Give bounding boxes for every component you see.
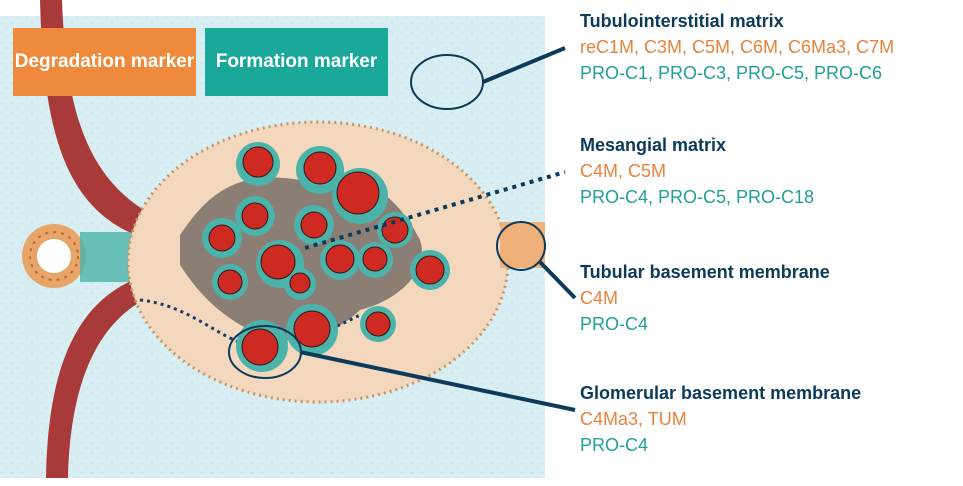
tubulointerstitial-matrix-group: Tubulointerstitial matrix reC1M, C3M, C5… [580,8,894,86]
callout-circle-tubular-membrane [496,221,546,271]
leader-line-glomerular-membrane [299,350,576,412]
formation-marker-legend: Formation marker [205,28,388,96]
degradation-markers: C4M, C5M [580,161,667,181]
formation-markers: PRO-C4 [580,314,649,334]
degradation-markers: reC1M, C3M, C5M, C6M, C6Ma3, C7M [580,37,895,57]
group-title: Glomerular basement membrane [580,383,862,403]
degradation-marker-legend: Degradation marker [13,28,196,96]
group-title: Tubulointerstitial matrix [580,11,784,31]
afferent-arteriole [40,0,190,248]
formation-markers: PRO-C1, PRO-C3, PRO-C5, PRO-C6 [580,63,883,83]
capillary-loops [202,142,450,372]
degradation-marker-label: Degradation marker [14,51,195,72]
formation-marker-label: Formation marker [215,51,378,72]
formation-markers: PRO-C4 [580,435,649,455]
group-title: Mesangial matrix [580,135,727,155]
glomerular-basement-membrane-group: Glomerular basement membrane C4Ma3, TUM … [580,380,861,458]
leader-line-mesangial [304,170,566,250]
group-title: Tubular basement membrane [580,262,830,282]
efferent-arteriole [46,268,190,478]
leader-line-tubular-membrane [538,260,577,300]
leader-line-tubulointerstitial [482,46,566,84]
mesangial-matrix-group: Mesangial matrix C4M, C5M PRO-C4, PRO-C5… [580,132,814,210]
degradation-markers: C4Ma3, TUM [580,409,687,429]
degradation-markers: C4M [580,288,619,308]
formation-markers: PRO-C4, PRO-C5, PRO-C18 [580,187,815,207]
tubular-basement-membrane-group: Tubular basement membrane C4M PRO-C4 [580,259,830,337]
